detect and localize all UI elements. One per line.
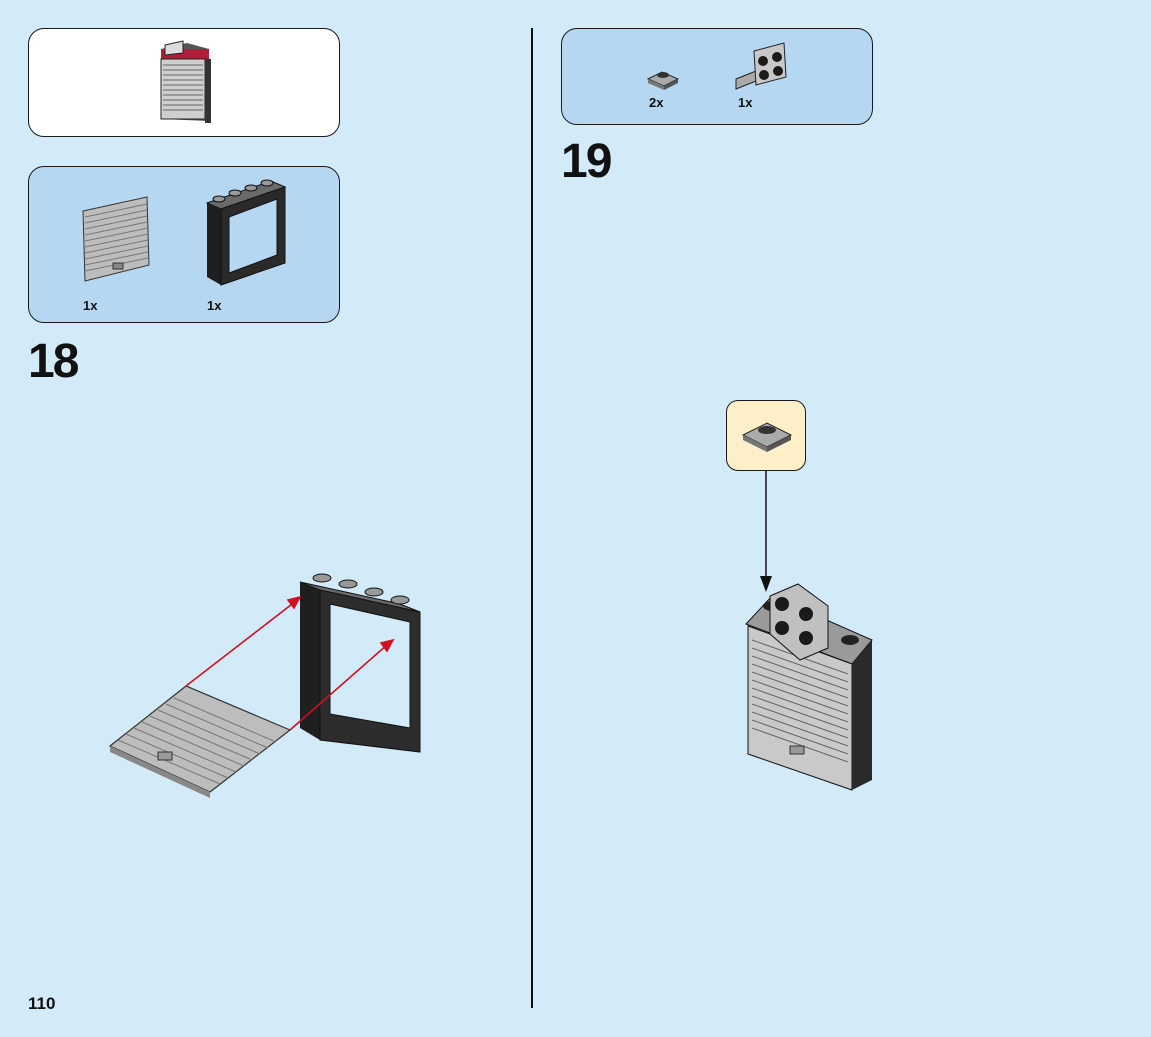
step-number-18: 18: [28, 335, 79, 388]
parts-box-step-18: 1x 1x: [28, 166, 340, 323]
subassembly-box: [28, 28, 340, 137]
round-plate-icon: [646, 71, 680, 90]
shutter-panel-lying: [108, 685, 292, 798]
part-callout: [726, 400, 806, 471]
round-plate-icon: [741, 422, 793, 452]
page-number: 110: [28, 994, 56, 1013]
parts-box-step-19: 2x 1x: [561, 28, 873, 125]
step-number-19: 19: [561, 135, 612, 188]
page-divider: [531, 28, 533, 1008]
window-frame-icon: [205, 179, 287, 286]
bracket-plate-icon: [735, 42, 787, 90]
part-qty: 1x: [207, 298, 222, 313]
part-qty: 1x: [83, 298, 98, 313]
assembly-arrows: [185, 595, 395, 731]
part-qty: 2x: [649, 95, 664, 110]
subassembly-shutter-icon: [160, 40, 211, 123]
shutter-panel-icon: [82, 196, 150, 282]
window-frame-standing: [299, 573, 421, 753]
part-qty: 1x: [738, 95, 753, 110]
